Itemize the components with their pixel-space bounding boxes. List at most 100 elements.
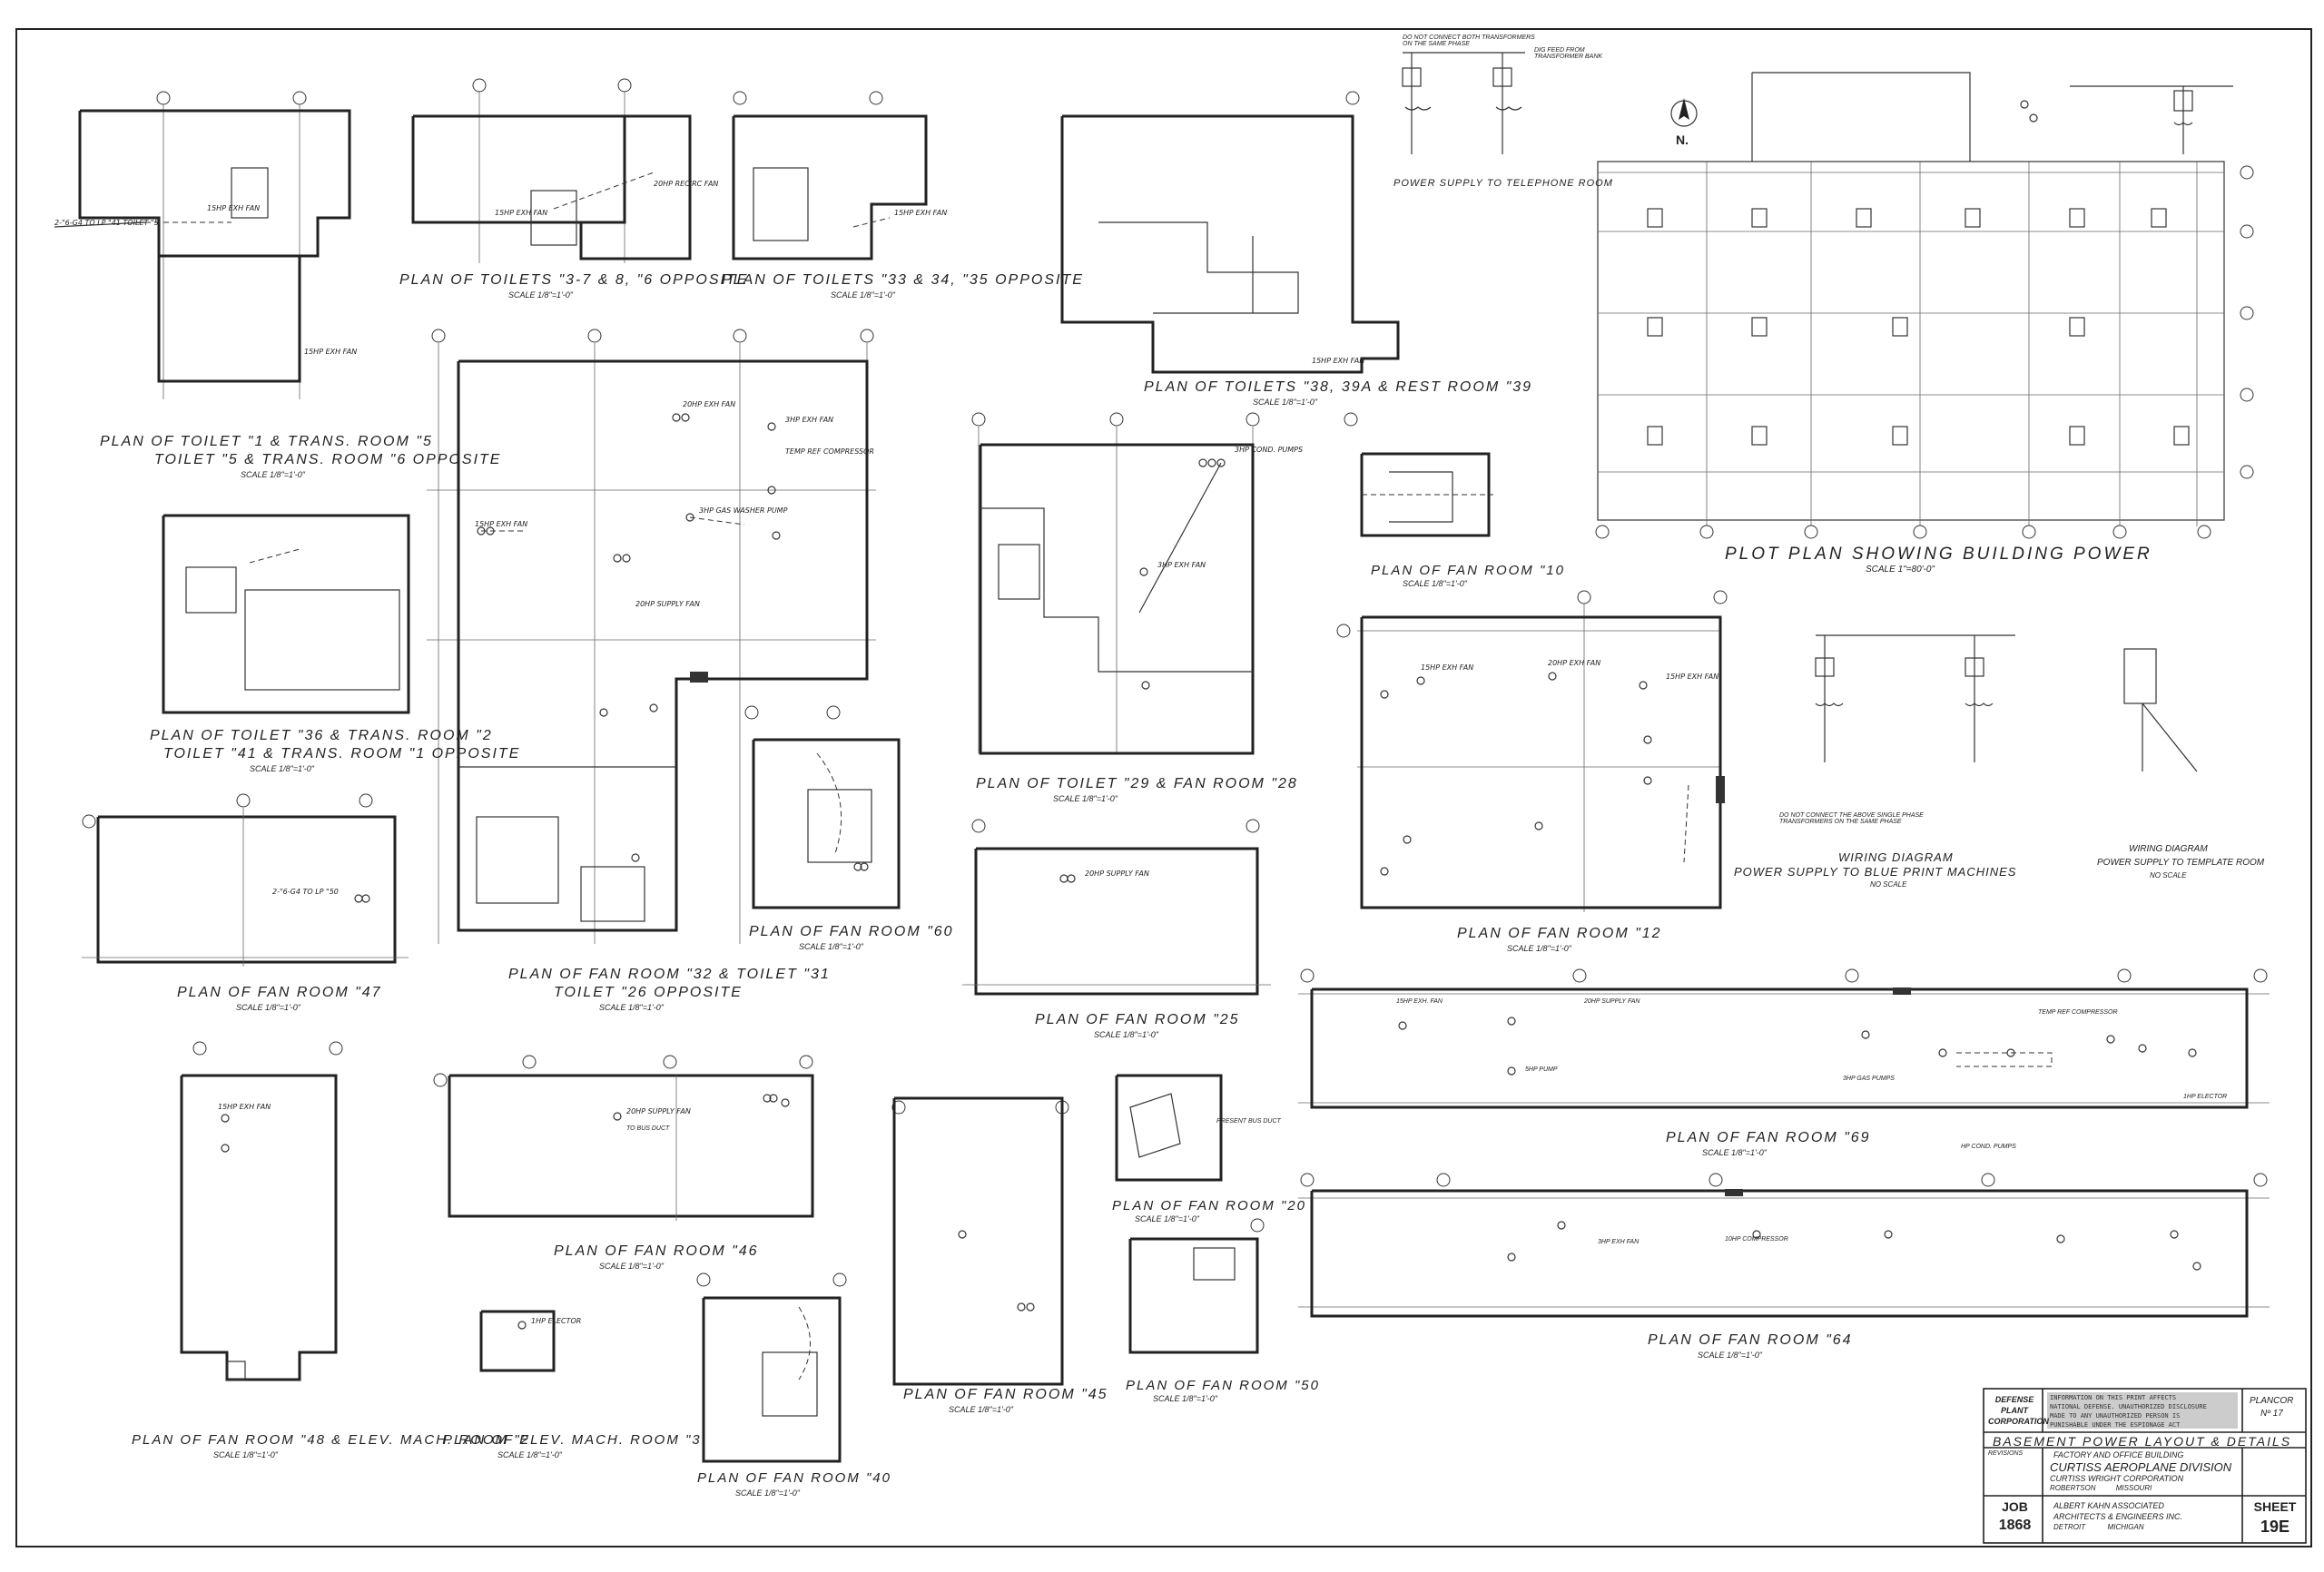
svg-text:3HP COND. PUMPS: 3HP COND. PUMPS — [1235, 446, 1303, 454]
svg-text:15HP EXH FAN: 15HP EXH FAN — [304, 348, 357, 356]
wiring-title-blueprint: WIRING DIAGRAM — [1838, 850, 1954, 864]
telephone-feed: DIG FEED FROM TRANSFORMER BANK — [1534, 47, 1603, 60]
wiring-note-blueprint: DO NOT CONNECT THE ABOVE SINGLE PHASE TR… — [1779, 812, 1924, 825]
plan-elev-mach-room-3: 1HP ELECTOR — [479, 1310, 581, 1372]
plan-title: PLAN OF FAN ROOM "32 & TOILET "31 — [508, 967, 831, 982]
equipment-label: 15HP EXH. FAN — [1396, 998, 1443, 1005]
plan-scale: SCALE 1/8"=1'-0" — [1053, 794, 1118, 803]
svg-text:20HP RECIRC FAN: 20HP RECIRC FAN — [654, 180, 718, 188]
sheet-number: 19E — [2260, 1518, 2290, 1536]
svg-text:2-"6-G4 TO LP "41 TOILET "5: 2-"6-G4 TO LP "41 TOILET "5 — [54, 219, 159, 227]
plan-title: PLAN OF TOILET "36 & TRANS. ROOM "2 — [150, 728, 493, 743]
plan-fan-room-69 — [1298, 968, 2270, 1109]
plan-fan-room-47: 2-"6-G4 TO LP "50 — [82, 793, 409, 967]
plan-scale: SCALE 1/8"=1'-0" — [241, 470, 305, 479]
job-number: 1868 — [1998, 1518, 2032, 1533]
plan-scale: SCALE 1/8"=1'-0" — [735, 1488, 800, 1498]
plan-scale: SCALE 1/8"=1'-0" — [213, 1450, 278, 1459]
telephone-note: DO NOT CONNECT BOTH TRANSFORMERS ON THE … — [1403, 34, 1535, 47]
plan-title: PLAN OF FAN ROOM "45 — [903, 1387, 1108, 1402]
plan-toilet-36 — [162, 514, 410, 714]
plan-title: PLAN OF FAN ROOM "48 & ELEV. MACH. ROOM … — [132, 1432, 530, 1448]
plan-title: PLAN OF TOILETS "33 & 34, "35 OPPOSITE — [722, 272, 1084, 288]
plan-scale: SCALE 1/8"=1'-0" — [1507, 944, 1571, 953]
svg-text:3HP EXH FAN: 3HP EXH FAN — [1157, 561, 1206, 569]
plot-plan — [1595, 72, 2254, 539]
plancor-number: Nº 17 — [2260, 1409, 2283, 1419]
sheet-label: SHEET — [2253, 1499, 2297, 1514]
transformer-feed-diagram — [2020, 85, 2233, 154]
architect-line-3: DETROIT MICHIGAN — [2053, 1523, 2144, 1531]
plan-scale: SCALE 1/8"=1'-0" — [236, 1003, 300, 1012]
wiring-subtitle-blueprint: POWER SUPPLY TO BLUE PRINT MACHINES — [1734, 865, 2017, 879]
svg-text:15HP EXH FAN: 15HP EXH FAN — [218, 1103, 271, 1111]
equipment-label: 5HP PUMP — [1525, 1066, 1558, 1073]
plan-fan-room-48: 15HP EXH FAN — [180, 1041, 343, 1381]
plan-toilet-1: 2-"6-G4 TO LP "41 TOILET "5 15HP EXH FAN… — [54, 91, 357, 399]
plan-toilet-29: 3HP COND. PUMPS 3HP EXH FAN — [971, 412, 1303, 755]
plan-fan-room-10 — [1344, 412, 1493, 537]
plan-title: PLAN OF TOILETS "38, 39A & REST ROOM "39 — [1144, 379, 1533, 395]
equipment-label: 3HP EXH FAN — [1598, 1239, 1640, 1245]
project-line-4: ROBERTSON MISSOURI — [2050, 1484, 2152, 1492]
plan-subtitle: TOILET "5 & TRANS. ROOM "6 OPPOSITE — [154, 452, 502, 467]
plan-scale: SCALE 1/8"=1'-0" — [599, 1003, 664, 1012]
plan-title: PLAN OF TOILET "1 & TRANS. ROOM "5 — [100, 434, 433, 449]
equipment-label: HP COND. PUMPS — [1961, 1144, 2016, 1150]
architect-line-1: ALBERT KAHN ASSOCIATED — [2053, 1501, 2164, 1510]
plan-title: PLAN OF FAN ROOM "64 — [1648, 1332, 1853, 1348]
equipment-label: PRESENT BUS DUCT — [1216, 1118, 1281, 1125]
project-line-2: CURTISS AEROPLANE DIVISION — [2050, 1460, 2232, 1474]
plan-toilets-33-34: 15HP EXH FAN — [732, 91, 947, 260]
project-line-3: CURTISS WRIGHT CORPORATION — [2050, 1474, 2184, 1483]
svg-text:15HP EXH FAN: 15HP EXH FAN — [1421, 663, 1473, 672]
plan-fan-room-64 — [1298, 1173, 2270, 1318]
plan-subtitle: TOILET "26 OPPOSITE — [554, 985, 743, 1000]
svg-text:15HP EXH FAN: 15HP EXH FAN — [207, 204, 260, 212]
svg-text:1HP ELECTOR: 1HP ELECTOR — [531, 1317, 581, 1325]
plan-scale: SCALE 1/8"=1'-0" — [1153, 1394, 1217, 1403]
plan-fan-room-25: 20HP SUPPLY FAN — [962, 819, 1271, 996]
plot-plan-title: PLOT PLAN SHOWING BUILDING POWER — [1725, 545, 2152, 564]
svg-text:20HP SUPPLY FAN: 20HP SUPPLY FAN — [635, 600, 700, 608]
svg-text:3HP EXH FAN: 3HP EXH FAN — [785, 416, 833, 424]
title-block — [1983, 1388, 2307, 1544]
wiring-subtitle-template: POWER SUPPLY TO TEMPLATE ROOM — [2097, 858, 2265, 868]
plancor-label: PLANCOR — [2250, 1396, 2294, 1406]
plan-title: PLAN OF FAN ROOM "25 — [1035, 1012, 1240, 1027]
equipment-label: TO BUS DUCT — [626, 1125, 670, 1132]
plan-title: PLAN OF FAN ROOM "60 — [749, 924, 954, 939]
plan-fan-room-12: 15HP EXH FAN 20HP EXH FAN 15HP EXH FAN — [1336, 590, 1728, 912]
plan-title: PLAN OF FAN ROOM "40 — [697, 1470, 891, 1486]
svg-text:20HP EXH FAN: 20HP EXH FAN — [1548, 659, 1600, 667]
plan-scale: SCALE 1/8"=1'-0" — [799, 942, 863, 951]
svg-text:15HP EXH FAN: 15HP EXH FAN — [495, 209, 547, 217]
plan-title: PLAN OF FAN ROOM "69 — [1666, 1130, 1871, 1145]
revisions-label: REVISIONS — [1988, 1450, 2024, 1457]
equipment-label: 10HP COMPRESSOR — [1725, 1236, 1788, 1243]
plan-scale: SCALE 1/8"=1'-0" — [831, 290, 895, 300]
plan-fan-room-46: 20HP SUPPLY FAN — [433, 1055, 814, 1221]
equipment-label: 3HP GAS PUMPS — [1843, 1076, 1895, 1082]
plan-title: PLAN OF FAN ROOM "12 — [1457, 926, 1662, 941]
svg-text:15HP EXH FAN: 15HP EXH FAN — [894, 209, 947, 217]
wiring-scale-template: NO SCALE — [2150, 871, 2187, 879]
plan-scale: SCALE 1/8"=1'-0" — [1702, 1148, 1767, 1157]
plan-title: PLAN OF TOILET "29 & FAN ROOM "28 — [976, 776, 1298, 791]
telephone-power-diagram — [1402, 52, 1525, 154]
plan-scale: SCALE 1/8"=1'-0" — [1135, 1214, 1199, 1223]
plan-fan-room-45 — [891, 1096, 1069, 1386]
plan-scale: SCALE 1/8"=1'-0" — [1094, 1030, 1158, 1039]
sheet-border — [15, 28, 2312, 1547]
sheet-title: BASEMENT POWER LAYOUT & DETAILS — [1993, 1434, 2292, 1449]
plan-toilets-38-39: 15HP EXH FAN — [1060, 91, 1400, 374]
plan-scale: SCALE 1/8"=1'-0" — [508, 290, 573, 300]
svg-text:15HP EXH FAN: 15HP EXH FAN — [475, 520, 527, 528]
plan-subtitle: TOILET "41 & TRANS. ROOM "1 OPPOSITE — [163, 746, 521, 761]
project-line-1: FACTORY AND OFFICE BUILDING — [2053, 1450, 2184, 1459]
plan-title: PLAN OF TOILETS "3-7 & 8, "6 OPPOSITE — [399, 272, 749, 288]
svg-text:2-"6-G4 TO LP "50: 2-"6-G4 TO LP "50 — [272, 888, 339, 896]
equipment-label: 1HP ELECTOR — [2183, 1094, 2228, 1100]
